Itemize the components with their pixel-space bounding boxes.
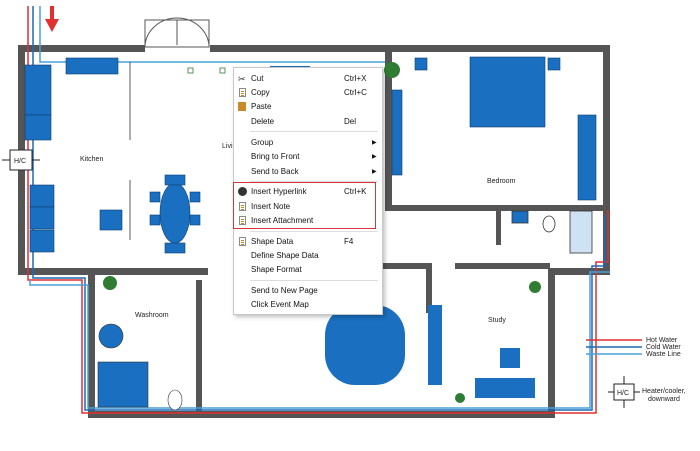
menu-item-bring-to-front[interactable]: Bring to Front ▶ bbox=[234, 150, 382, 164]
menu-item-paste[interactable]: Paste bbox=[234, 100, 382, 114]
hyperlink-icon bbox=[238, 187, 247, 196]
menu-item-click-event-map[interactable]: Click Event Map bbox=[251, 300, 309, 309]
legend-hot-water: Hot Water bbox=[646, 337, 678, 344]
room-label-kitchen: Kitchen bbox=[80, 156, 103, 163]
washroom-fixtures bbox=[97, 323, 183, 411]
shape-data-icon bbox=[238, 237, 248, 247]
highlight-box bbox=[233, 182, 376, 229]
legend-hc-label: H/C bbox=[617, 390, 629, 397]
menu-separator bbox=[250, 231, 378, 232]
legend-waste-line: Waste Line bbox=[646, 351, 681, 358]
menu-item-group[interactable]: Group ▶ bbox=[234, 136, 382, 150]
plant-icons bbox=[103, 62, 541, 403]
menu-item-send-to-back[interactable]: Send to Back ▶ bbox=[234, 165, 382, 179]
menu-item-insert-note[interactable]: Insert Note bbox=[234, 200, 382, 214]
front-door bbox=[144, 17, 210, 48]
submenu-arrow-icon: ▶ bbox=[372, 169, 377, 175]
legend-heater-line2: downward bbox=[648, 396, 680, 403]
inlet-arrow bbox=[45, 6, 59, 32]
menu-item-shape-format[interactable]: Shape Format bbox=[251, 265, 302, 274]
room-label-washroom: Washroom bbox=[135, 312, 169, 319]
kitchen-furniture bbox=[24, 57, 201, 254]
menu-item-insert-attachment[interactable]: Insert Attachment bbox=[234, 214, 382, 228]
menu-separator bbox=[250, 280, 378, 281]
room-label-living: Livi bbox=[222, 143, 233, 150]
submenu-arrow-icon: ▶ bbox=[372, 140, 377, 146]
menu-item-shape-data[interactable]: Shape Data F4 bbox=[234, 235, 382, 249]
copy-icon bbox=[238, 88, 248, 98]
legend-heater-line1: Heater/cooler, bbox=[642, 388, 686, 395]
pipe-lines bbox=[27, 6, 610, 414]
menu-item-cut[interactable]: ✂ Cut Ctrl+X bbox=[238, 74, 367, 84]
menu-item-insert-hyperlink[interactable]: Insert Hyperlink Ctrl+K bbox=[234, 185, 382, 199]
study-furniture bbox=[428, 305, 535, 398]
bedroom-furniture bbox=[391, 56, 597, 201]
room-label-study: Study bbox=[488, 317, 506, 324]
hc-label: H/C bbox=[14, 158, 26, 165]
scissors-icon: ✂ bbox=[238, 74, 246, 84]
pipe-legend: Hot Water Cold Water Waste Line H/C Heat… bbox=[586, 337, 686, 408]
bathroom-fixtures bbox=[511, 210, 593, 254]
menu-item-send-to-new-page[interactable]: Send to New Page bbox=[251, 286, 318, 295]
attachment-icon bbox=[238, 216, 248, 226]
menu-item-define-shape-data[interactable]: Define Shape Data bbox=[251, 251, 319, 260]
legend-cold-water: Cold Water bbox=[646, 344, 681, 351]
menu-item-copy[interactable]: Copy Ctrl+C bbox=[234, 86, 382, 100]
menu-separator bbox=[250, 131, 378, 132]
menu-item-delete[interactable]: Delete Del bbox=[251, 117, 357, 126]
hc-unit: H/C bbox=[2, 149, 40, 171]
note-icon bbox=[238, 202, 248, 212]
room-label-bedroom: Bedroom bbox=[487, 178, 516, 185]
submenu-arrow-icon: ▶ bbox=[372, 154, 377, 160]
menu-separator bbox=[250, 181, 378, 182]
paste-icon bbox=[238, 102, 246, 111]
context-menu[interactable]: ✂ Cut Ctrl+X Copy Ctrl+C Paste Delete De… bbox=[233, 67, 383, 315]
